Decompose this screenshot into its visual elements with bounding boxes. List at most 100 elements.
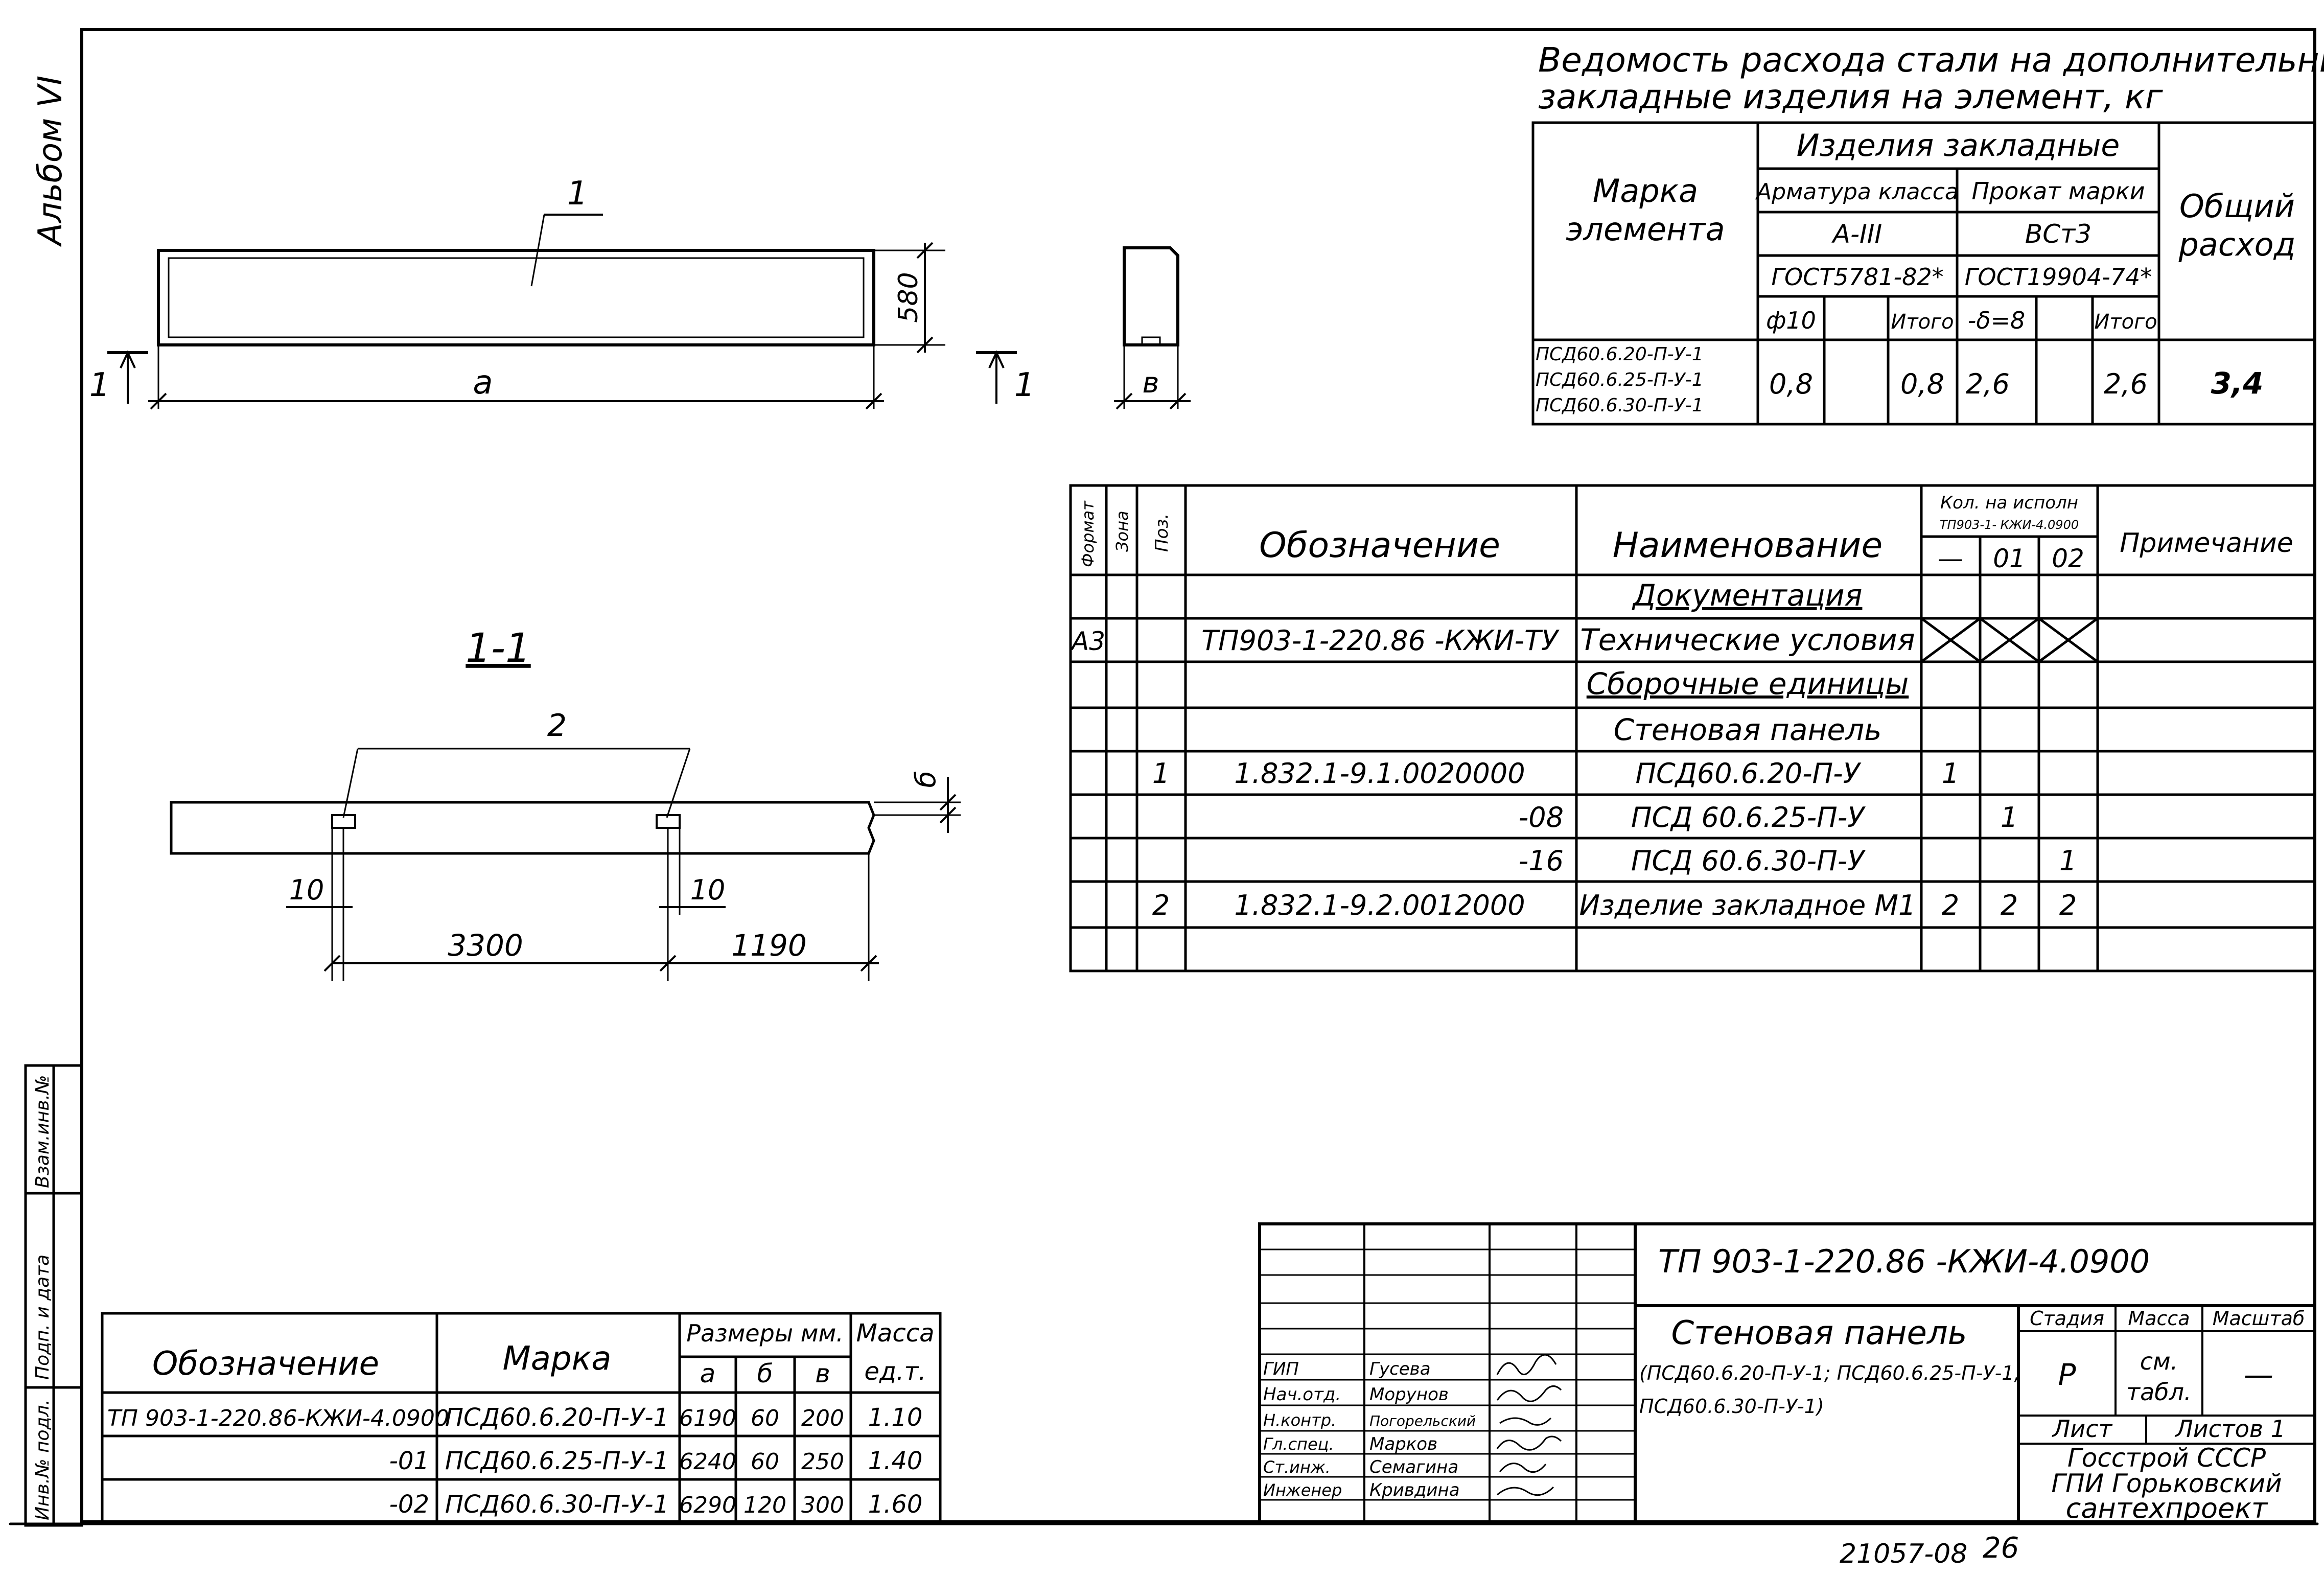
- side-podp: Подп. и дата: [32, 1255, 53, 1380]
- spec-row: -08 ПСД 60.6.25-П-У 1: [1519, 801, 2018, 833]
- signer-row: Нач.отд. Морунов: [1263, 1384, 1449, 1405]
- gost-prokat: ГОСТ19904-74*: [1965, 263, 2152, 291]
- v-total: 3,4: [2211, 366, 2264, 401]
- spec-row: 2 1.832.1-9.2.0012000 Изделие закладное …: [1152, 889, 2077, 921]
- dim-10-right: 10: [690, 874, 726, 906]
- dim-a: а: [473, 364, 493, 402]
- spec-row-obozn: -08: [1519, 801, 1564, 833]
- tb-name-1: Стеновая панель: [1671, 1314, 1967, 1352]
- steel-mark-1: ПСД60.6.20-П-У-1: [1536, 344, 1704, 365]
- mt-h-b: б: [757, 1359, 773, 1388]
- steel-statement: Ведомость расхода стали на дополнительны…: [1531, 40, 2324, 426]
- signer-role: ГИП: [1263, 1359, 1299, 1379]
- spec-row-k1: 1: [2001, 801, 2018, 833]
- h-obsh-2: расход: [2178, 226, 2296, 263]
- tb-h-masshtab: Масштаб: [2213, 1307, 2305, 1330]
- spec-row-obozn: ТП903-1-220.86 -КЖИ-ТУ: [1201, 624, 1560, 657]
- spec-row-obozn: 1.832.1-9.2.0012000: [1234, 889, 1525, 921]
- spec-row-naim: Технические условия: [1580, 622, 1915, 657]
- tb-h-stadia: Стадия: [2030, 1307, 2104, 1330]
- mt-row-obozn: ТП 903-1-220.86-КЖИ-4.0900: [107, 1405, 449, 1431]
- dim-3300: 3300: [448, 928, 523, 963]
- signer-name: Кривдина: [1369, 1480, 1460, 1500]
- mt-row-m: 1.40: [868, 1447, 923, 1475]
- spec-row: Документация: [1632, 578, 1863, 613]
- spec-row-naim: Сборочные единицы: [1587, 666, 1909, 701]
- section-title: 1-1: [466, 625, 530, 671]
- mt-row-a: 6240: [679, 1449, 736, 1475]
- mt-row-v: 250: [801, 1449, 844, 1475]
- h-kol-dash: —: [1938, 544, 1963, 573]
- mt-row-m: 1.10: [868, 1403, 923, 1432]
- dim-10-left: 10: [289, 874, 324, 906]
- signer-row: Инженер Кривдина: [1263, 1480, 1460, 1500]
- signer-role: Н.контр.: [1263, 1410, 1336, 1430]
- h-format: Формат: [1078, 500, 1098, 567]
- h-itogo-2: Итого: [2094, 310, 2157, 334]
- mt-row-a: 6290: [679, 1492, 736, 1518]
- panel-side-view: [1114, 246, 1191, 410]
- h-zona: Зона: [1112, 511, 1132, 552]
- signer-name: Семагина: [1369, 1457, 1458, 1477]
- spec-row-naim: Изделие закладное М1: [1579, 889, 1916, 921]
- page-number: 26: [1983, 1532, 2019, 1565]
- tb-list: Лист: [2052, 1415, 2113, 1443]
- spec-row-k2: 1: [2059, 845, 2077, 877]
- mt-h-v: в: [815, 1359, 830, 1388]
- dim-b: в: [1142, 366, 1159, 400]
- cut-mark-right: 1: [1014, 366, 1035, 404]
- panel-elevation: [107, 214, 1017, 410]
- cut-mark-left: 1: [89, 366, 110, 404]
- spec-row-k1: 2: [2001, 889, 2018, 921]
- side-inv-podl: Инв.№ подл.: [32, 1399, 53, 1520]
- signer-name: Погорельский: [1369, 1412, 1476, 1429]
- steel-grade: ВСт3: [2025, 219, 2091, 249]
- mt-h-a: а: [700, 1359, 716, 1388]
- tb-h-massa: Масса: [2128, 1307, 2190, 1330]
- h-primechanie: Примечание: [2120, 528, 2293, 559]
- bottom-code: 21057-08: [1840, 1539, 1967, 1569]
- signer-role: Гл.спец.: [1263, 1434, 1334, 1454]
- signer-row: Гл.спец. Марков: [1263, 1434, 1437, 1454]
- mt-row-obozn: -02: [389, 1490, 429, 1519]
- v-itogo-1: 0,8: [1900, 368, 1944, 400]
- tb-org-1: Госстрой СССР: [2067, 1443, 2266, 1473]
- title-block: [1258, 1222, 2316, 1524]
- signer-name: Гусева: [1369, 1359, 1431, 1379]
- v-itogo-2: 2,6: [2104, 368, 2148, 400]
- signer-role: Нач.отд.: [1263, 1384, 1341, 1405]
- spec-row-naim: ПСД 60.6.30-П-У: [1631, 845, 1866, 877]
- mt-h-marka: Марка: [503, 1340, 612, 1378]
- spec-row-naim: ПСД 60.6.25-П-У: [1631, 801, 1866, 833]
- steel-title-line2: закладные изделия на элемент, кг: [1538, 77, 2163, 117]
- mt-h-massa-1: Масса: [856, 1319, 934, 1348]
- signer-row: Ст.инж. Семагина: [1263, 1457, 1458, 1477]
- tb-org-3: сантехпроект: [2066, 1492, 2268, 1524]
- album-label: Альбом VI: [32, 76, 69, 247]
- tb-massa-1: см.: [2140, 1348, 2178, 1375]
- h-marka-2: элемента: [1566, 211, 1725, 248]
- v-delta8: 2,6: [1966, 368, 2010, 400]
- steel-title-line1: Ведомость расхода стали на дополнительны…: [1538, 40, 2324, 80]
- h-oboznachenie: Обозначение: [1259, 525, 1500, 566]
- mt-row-marka: ПСД60.6.25-П-У-1: [445, 1447, 669, 1475]
- spec-row-format: А3: [1070, 627, 1105, 656]
- h-armatura: Арматура класса: [1755, 179, 1959, 205]
- mt-row-b: 60: [751, 1449, 779, 1475]
- steel-class: А-III: [1831, 219, 1882, 249]
- mt-h-obozn: Обозначение: [152, 1345, 379, 1383]
- spec-row-k0: 1: [1942, 757, 1959, 790]
- h-itogo-1: Итого: [1891, 310, 1954, 334]
- specification-table: Формат Зона Поз. Обозначение Наименовани…: [1069, 484, 2316, 972]
- marks-table: [101, 1312, 942, 1524]
- spec-row-k0: 2: [1942, 889, 1959, 921]
- signer-role: Ст.инж.: [1263, 1457, 1331, 1477]
- side-stamp: [24, 1064, 83, 1527]
- steel-mark-3: ПСД60.6.30-П-У-1: [1536, 395, 1704, 416]
- signer-row: Н.контр. Погорельский: [1263, 1410, 1476, 1430]
- gost-armatura: ГОСТ5781-82*: [1771, 263, 1943, 291]
- spec-row-poz: 1: [1152, 757, 1170, 790]
- mt-row-m: 1.60: [868, 1490, 923, 1519]
- table-row: ТП 903-1-220.86-КЖИ-4.0900 ПСД60.6.20-П-…: [107, 1403, 922, 1432]
